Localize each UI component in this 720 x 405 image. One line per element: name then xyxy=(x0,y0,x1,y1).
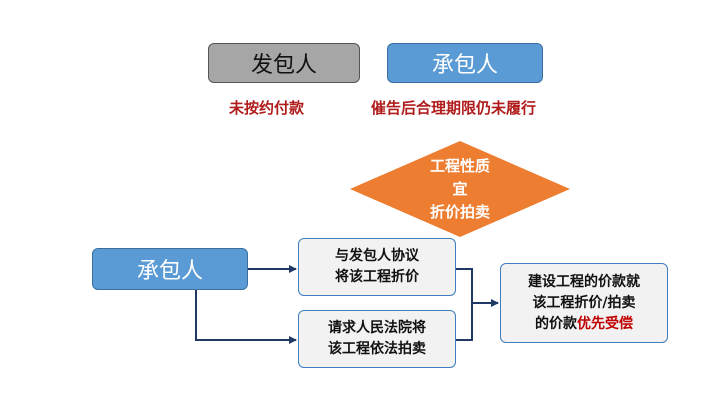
negotiation-line-2: 将该工程折价 xyxy=(335,269,419,285)
negotiation-box: 与发包人协议 将该工程折价 xyxy=(298,238,456,296)
result-line-3: 的价款优先受偿 xyxy=(528,314,640,335)
contractor-note: 催告后合理期限仍未履行 xyxy=(371,99,537,117)
priority-highlight: 优先受偿 xyxy=(577,315,633,332)
issuer-note: 未按约付款 xyxy=(229,99,305,117)
connector-court-out xyxy=(456,303,473,341)
result-line-2: 该工程折价/拍卖 xyxy=(532,294,636,311)
contractor-label: 承包人 xyxy=(136,259,203,284)
contractor-box: 承包人 xyxy=(92,248,248,290)
court-box: 请求人民法院将 该工程依法拍卖 xyxy=(298,310,456,368)
priority-result-box: 建设工程的价款就 该工程折价/拍卖 的价款优先受偿 xyxy=(500,263,668,343)
negotiation-line-1: 与发包人协议 xyxy=(335,248,419,264)
decision-diamond xyxy=(350,141,570,237)
decision-line-2: 宜 xyxy=(452,179,468,198)
decision-line-1: 工程性质 xyxy=(429,156,490,175)
issuer-label: 发包人 xyxy=(250,53,317,78)
contractor-top-label: 承包人 xyxy=(431,53,498,78)
result-line-1: 建设工程的价款就 xyxy=(528,273,640,290)
court-line-2: 该工程依法拍卖 xyxy=(328,341,426,357)
decision-line-3: 折价拍卖 xyxy=(429,202,490,221)
result-line-3-prefix: 的价款 xyxy=(535,315,577,332)
court-line-1: 请求人民法院将 xyxy=(328,320,426,336)
decision-text: 工程性质 宜 折价拍卖 xyxy=(390,150,530,228)
contractor-top-box: 承包人 xyxy=(387,43,543,83)
arrow-to-court xyxy=(195,290,297,344)
connector-negotiation-out xyxy=(456,268,473,303)
issuer-box: 发包人 xyxy=(208,43,360,83)
